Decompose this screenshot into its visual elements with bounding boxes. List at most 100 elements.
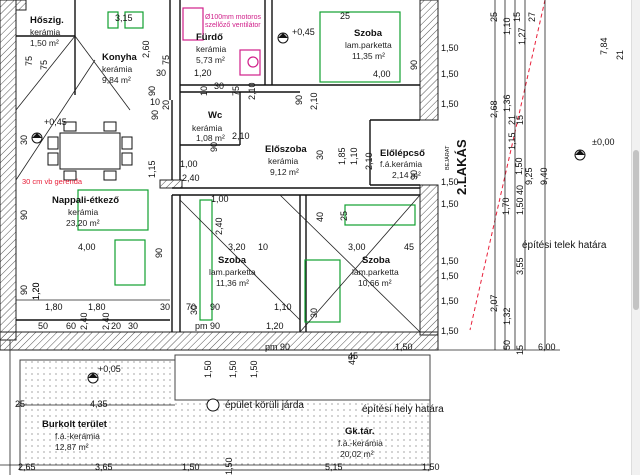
dim-r-8: 1,50 <box>515 197 525 215</box>
room-konyha-name: Konyha <box>102 52 137 63</box>
dim-top-0: 3,15 <box>115 13 133 23</box>
room-szoba2-area: 11,36 m² <box>216 278 249 288</box>
dim-tr-0: 25 <box>489 11 499 22</box>
dim-room-11: 90 <box>210 302 221 312</box>
dim-mid-1: 1,20 <box>194 68 212 78</box>
dim-room-0: 4,00 <box>78 242 96 252</box>
room-eloszoba-material: kerámia <box>268 156 299 166</box>
dim-low-6: 1,50 <box>422 462 440 472</box>
level-c: ±0,00 <box>592 137 615 147</box>
room-nappali-material: kerámia <box>68 207 99 217</box>
dim-top-5: 90 <box>409 59 419 70</box>
room-gktar-area: 20,02 m² <box>340 449 374 459</box>
note-hely-hatar: építési hely határa <box>362 404 444 415</box>
sidewalk-band <box>174 354 431 401</box>
dim-vl-10: 90 <box>409 169 419 180</box>
dim-mid-10: 1,00 <box>180 159 198 169</box>
note-gerenda: 30 cm vb gerenda <box>22 177 83 186</box>
dim-vl-0: 75 <box>39 59 49 70</box>
inner-walls <box>16 0 420 332</box>
dim-room-3: 3,00 <box>348 242 366 252</box>
dim-r-14: 15 <box>515 344 525 355</box>
room-szoba3-material: lam.parketta <box>352 267 399 277</box>
dim-low-2: 3,65 <box>95 462 113 472</box>
level-a: +0,45 <box>44 117 67 127</box>
dim-vl-5: 90 <box>19 209 29 220</box>
level-arrow-d <box>88 373 98 378</box>
level-d: +0,05 <box>98 364 121 374</box>
dim-room-7: 90 <box>154 247 164 258</box>
dim-r-18: 1,50 <box>441 326 459 336</box>
dim-mid-9: 90 <box>294 94 304 105</box>
dim-r-20: 1,50 <box>395 342 413 352</box>
dim-top-3: 1,50 <box>441 69 459 79</box>
room-szoba2-material: lam.parketta <box>209 267 256 277</box>
dim-mid-11: 2,40 <box>182 173 200 183</box>
scrollbar-thumb[interactable] <box>633 150 639 310</box>
dim-room-1: 3,20 <box>228 242 246 252</box>
dim-bot-8: 2,40 <box>101 312 111 330</box>
room-burkolt-name: Burkolt terület <box>42 419 107 430</box>
dim-r-7: 40 <box>515 184 525 195</box>
dim-tr-9: 1,50 <box>441 199 459 209</box>
level-arrow-a <box>32 133 42 138</box>
dim-low-5: 1,50 <box>182 462 200 472</box>
dim-low-3: 5,15 <box>325 462 343 472</box>
dim-r-12: 2,07 <box>489 294 499 312</box>
room-eloszoba-area: 9,12 m² <box>270 167 299 177</box>
dim-bot-11: 20 <box>111 321 122 331</box>
room-nappali-area: 23,20 m² <box>66 218 100 228</box>
dim-mid-5: 10 <box>150 97 161 107</box>
dim-vl-8: 90 <box>209 141 219 152</box>
dim-r-1: 1,36 <box>502 94 512 112</box>
dim-low-0: 25 <box>15 399 26 409</box>
dim-bot-12: 1,20 <box>266 321 284 331</box>
dim-bot-7: 30 <box>128 321 139 331</box>
room-wc-material: kerámia <box>192 123 223 133</box>
dim-room-4: 45 <box>404 242 415 252</box>
dim-bot-3: 70 <box>186 302 197 312</box>
dim-r-11: 3,55 <box>515 257 525 275</box>
note-telek-hatar: építési telek határa <box>522 240 607 251</box>
dim-r-13: 1,32 <box>502 307 512 325</box>
room-wc-name: Wc <box>208 110 223 121</box>
dim-tr-3: 1,27 <box>517 27 527 45</box>
room-gktar-name: Gk.tár. <box>345 426 375 437</box>
dim-bot-6: 2,40 <box>79 312 89 330</box>
room-szoba1-name: Szoba <box>354 28 382 39</box>
dim-bot-1: 1,80 <box>88 302 106 312</box>
dim-tr-8: 1,50 <box>441 177 459 187</box>
dim-bot-13: pm 90 <box>265 342 291 352</box>
dim-r-6: 1,50 <box>514 157 524 175</box>
vertical-scrollbar[interactable] <box>631 0 640 475</box>
dim-tr-6: 21 <box>615 49 625 60</box>
dim-mid-15: 1,10 <box>349 147 359 165</box>
dim-top-6: 25 <box>340 11 351 21</box>
dim-vl-7: 20 <box>161 99 171 110</box>
dim-mid-2: 90 <box>147 85 157 96</box>
dim-bot-4: 1,50 <box>203 360 213 378</box>
outer-walls <box>0 0 439 351</box>
dim-vl-2: 90 <box>150 109 160 120</box>
room-szoba1-material: lam.parketta <box>345 40 392 50</box>
room-szoba3-name: Szoba <box>362 255 390 266</box>
level-arrow-c <box>575 150 585 155</box>
room-eloszoba-name: Előszoba <box>265 144 307 155</box>
dim-r-19: 45 <box>348 351 359 361</box>
dining-table <box>47 121 133 181</box>
dim-bot-15: 1,50 <box>249 360 259 378</box>
dim-mid-13: 2,40 <box>214 217 224 235</box>
room-eloleptcso-material: f.á.kerámia <box>380 159 423 169</box>
room-hoszig-area: 1,50 m² <box>30 38 59 48</box>
dim-r-17: 1,50 <box>441 296 459 306</box>
room-wc-area: 1,08 m² <box>196 133 225 143</box>
dim-bot-9: 50 <box>38 321 49 331</box>
dim-tr-5: 7,84 <box>599 37 609 55</box>
room-nappali-name: Nappali-étkező <box>52 195 120 206</box>
dim-tr-1: 1,10 <box>502 17 512 35</box>
dim-r-0: 2,68 <box>489 100 499 118</box>
room-eloleptcso-name: Előlépcső <box>380 148 425 159</box>
room-furdo-area: 5,73 m² <box>196 55 225 65</box>
property-line <box>469 0 546 331</box>
